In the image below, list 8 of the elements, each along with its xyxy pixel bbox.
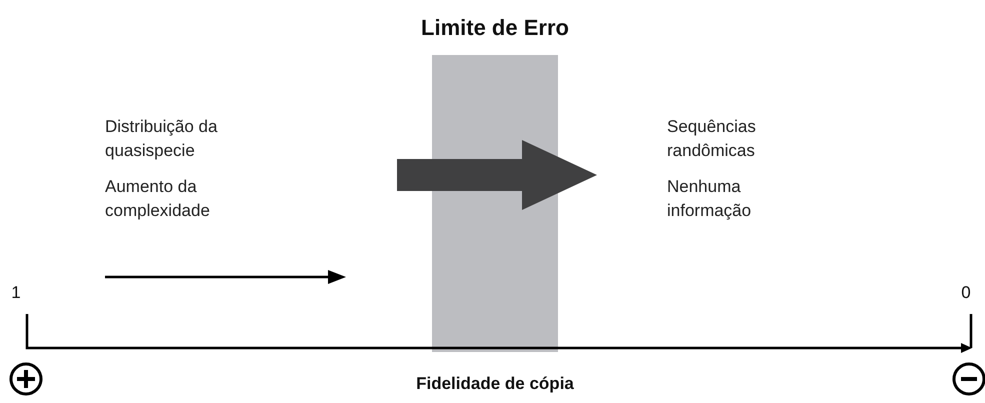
description-text: Distribuição da quasispecie <box>105 116 218 162</box>
description-text: Aumento da complexidade <box>105 176 211 222</box>
description-text: Sequências randômicas <box>667 116 757 162</box>
heading: Limite de Erro <box>420 15 570 41</box>
axis-value: 0 <box>960 283 972 303</box>
axis-value: 1 <box>10 283 22 303</box>
description-text: Nenhuma informação <box>667 176 752 222</box>
axis-title: Fidelidade de cópia <box>415 374 575 394</box>
